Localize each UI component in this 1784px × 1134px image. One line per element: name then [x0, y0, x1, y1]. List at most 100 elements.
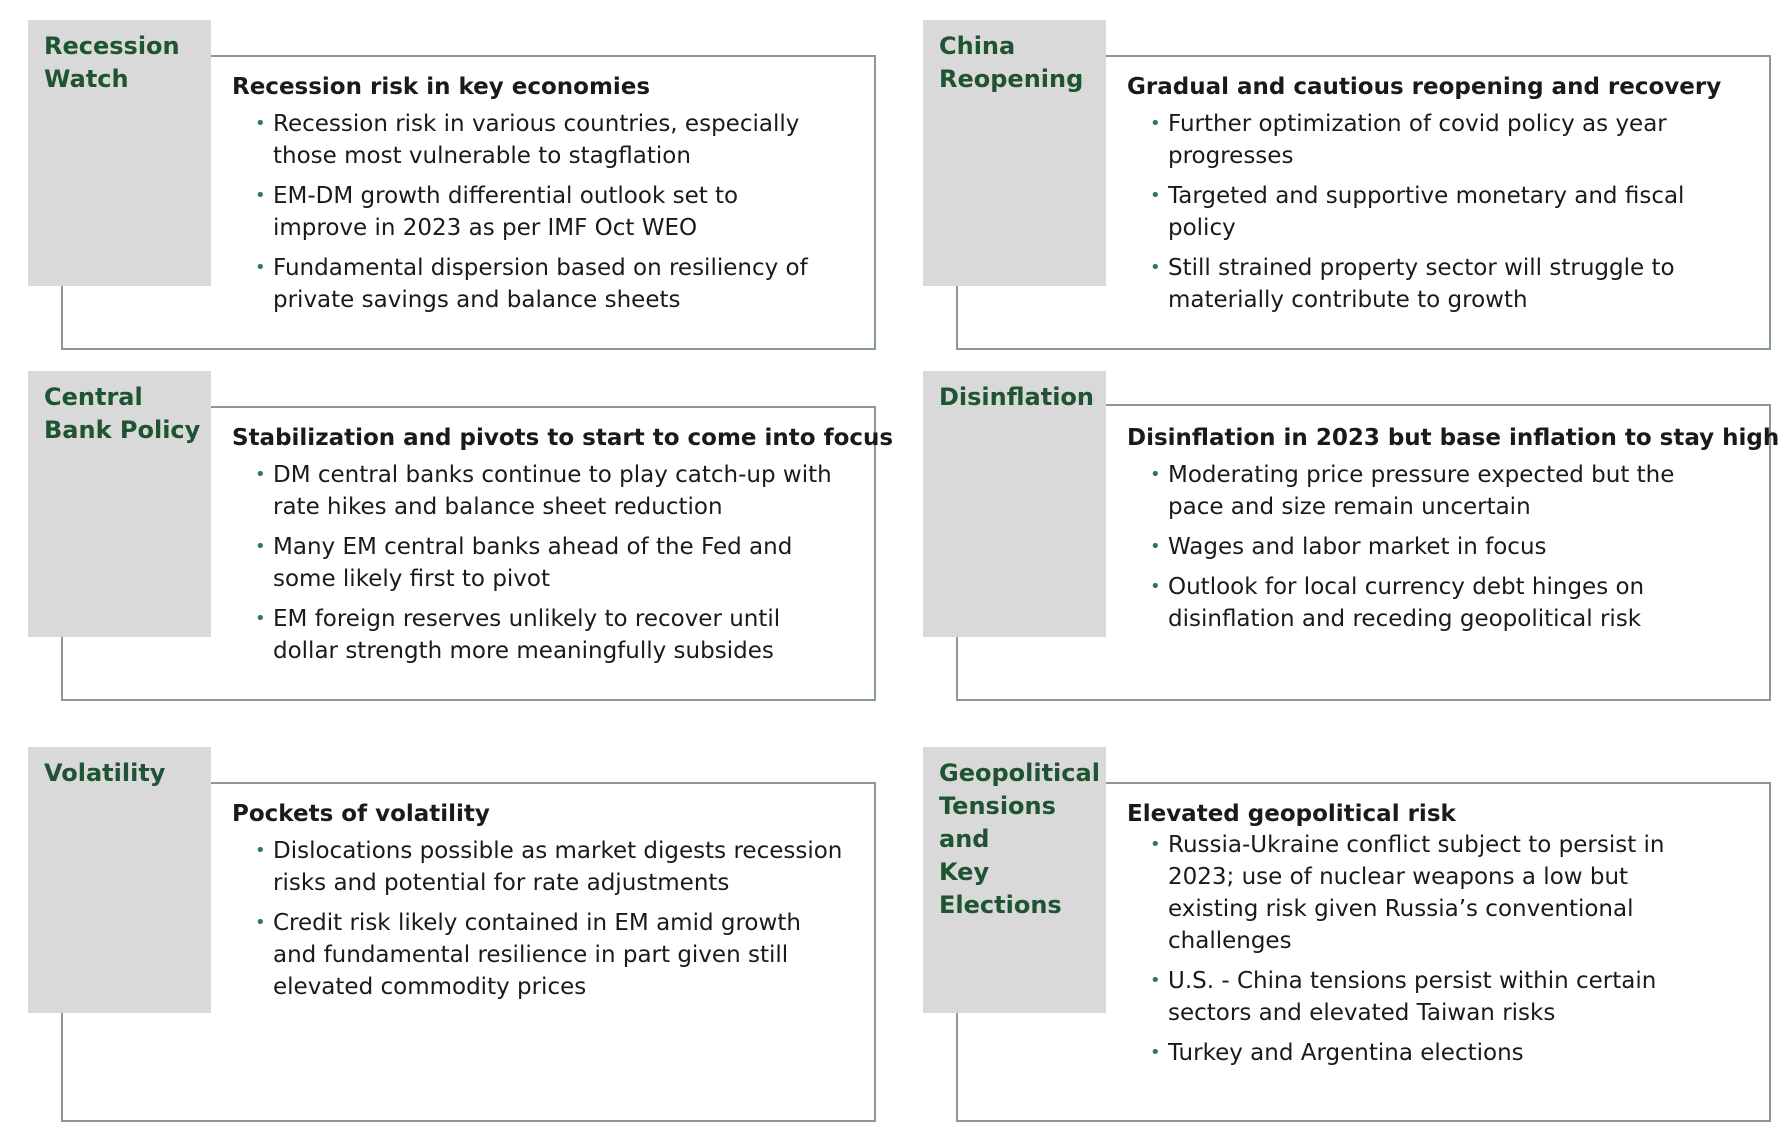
- panel-content: Elevated geopolitical risk •Russia-Ukrai…: [1127, 799, 1747, 1077]
- bullet-list: • Moderating price pressure expected but …: [1127, 459, 1747, 635]
- panel-heading: Pockets of volatility: [232, 801, 490, 827]
- panel-recession-watch: Recession Watch Recession risk in key ec…: [28, 20, 878, 350]
- bullet-item: •Russia-Ukraine conflict subject to pers…: [1127, 829, 1747, 957]
- panel-heading: Disinflation in 2023 but base inflation …: [1127, 425, 1780, 451]
- bullet-icon: •: [255, 608, 266, 629]
- bullet-item: • EM-DM growth differential outlook set t…: [232, 180, 872, 244]
- tab-line: Geopolitical: [939, 759, 1100, 787]
- bullet-line: dollar strength more meaningfully subsid…: [273, 638, 774, 664]
- panel-heading: Stabilization and pivots to start to com…: [232, 425, 894, 451]
- panel-heading: Gradual and cautious reopening and recov…: [1127, 74, 1722, 100]
- tab-line: Tensions and: [939, 792, 1056, 853]
- bullet-icon: •: [255, 536, 266, 557]
- bullet-line: Still strained property sector will stru…: [1168, 255, 1675, 281]
- bullet-icon: •: [1150, 113, 1161, 134]
- bullet-icon: •: [1150, 1042, 1161, 1063]
- bullet-item: • U.S. - China tensions persist within ce…: [1127, 965, 1747, 1029]
- panel-china-reopening: China Reopening Gradual and cautious reo…: [923, 20, 1773, 350]
- bullet-line: disinflation and receding geopolitical r…: [1168, 606, 1642, 632]
- bullet-line: some likely first to pivot: [273, 566, 551, 592]
- bullet-line: U.S. - China tensions persist within cer…: [1168, 968, 1657, 994]
- panel-tab: Volatility: [28, 747, 211, 1013]
- tab-line: Recession: [44, 32, 180, 60]
- bullet-line: Targeted and supportive monetary and fis…: [1168, 183, 1685, 209]
- bullet-icon: •: [255, 257, 266, 278]
- bullet-icon: •: [255, 464, 266, 485]
- panel-tab: Disinflation: [923, 371, 1106, 637]
- tab-line: Central: [44, 383, 143, 411]
- bullet-item: • Credit risk likely contained in EM amid…: [232, 907, 872, 1003]
- panel-tab: China Reopening: [923, 20, 1106, 286]
- tab-line: Reopening: [939, 65, 1084, 93]
- bullet-line: sectors and elevated Taiwan risks: [1168, 1000, 1556, 1026]
- bullet-line: Outlook for local currency debt hinges o…: [1168, 574, 1645, 600]
- bullet-line: Turkey and Argentina elections: [1168, 1040, 1524, 1066]
- bullet-line: materially contribute to growth: [1168, 287, 1528, 313]
- bullet-list: • DM central banks continue to play catch…: [232, 459, 872, 667]
- bullet-icon: •: [255, 185, 266, 206]
- bullet-line: Moderating price pressure expected but t…: [1168, 462, 1675, 488]
- bullet-line: Recession risk in various countries, esp…: [273, 111, 800, 137]
- bullet-item: • Wages and labor market in focus: [1127, 531, 1747, 563]
- panel-heading: Elevated geopolitical risk: [1127, 801, 1456, 827]
- panel-heading: Recession risk in key economies: [232, 74, 651, 100]
- bullet-line: pace and size remain uncertain: [1168, 494, 1531, 520]
- bullet-icon: •: [1150, 185, 1161, 206]
- tab-line: Bank Policy: [44, 416, 201, 444]
- panel-content: Disinflation in 2023 but base inflation …: [1127, 423, 1780, 643]
- bullet-item: • Turkey and Argentina elections: [1127, 1037, 1747, 1069]
- bullet-list: • Further optimization of covid policy as…: [1127, 108, 1747, 316]
- bullet-list: • Dislocations possible as market digests…: [232, 835, 872, 1003]
- bullet-item: • Still strained property sector will str…: [1127, 252, 1747, 316]
- bullet-item: • Recession risk in various countries, es…: [232, 108, 872, 172]
- bullet-icon: •: [1150, 576, 1161, 597]
- bullet-line: EM-DM growth differential outlook set to: [273, 183, 739, 209]
- bullet-line: 2023; use of nuclear weapons a low but: [1168, 864, 1629, 890]
- bullet-icon: •: [1150, 464, 1161, 485]
- panel-content: Recession risk in key economies • Recessi…: [232, 72, 872, 324]
- bullet-line: progresses: [1168, 143, 1294, 169]
- bullet-line: rate hikes and balance sheet reduction: [273, 494, 723, 520]
- bullet-item: • EM foreign reserves unlikely to recover…: [232, 603, 872, 667]
- bullet-line: Credit risk likely contained in EM amid …: [273, 910, 801, 936]
- bullet-line: Wages and labor market in focus: [1168, 534, 1547, 560]
- bullet-icon: •: [1150, 834, 1161, 855]
- bullet-icon: •: [1150, 536, 1161, 557]
- tab-line: Key Elections: [939, 858, 1062, 919]
- panel-tab: Geopolitical Tensions and Key Elections: [923, 747, 1106, 1013]
- panel-tab: Recession Watch: [28, 20, 211, 286]
- bullet-line: private savings and balance sheets: [273, 287, 681, 313]
- bullet-icon: •: [255, 113, 266, 134]
- bullet-item: • Moderating price pressure expected but …: [1127, 459, 1747, 523]
- bullet-line: Dislocations possible as market digests …: [273, 838, 843, 864]
- bullet-item: • Many EM central banks ahead of the Fed …: [232, 531, 872, 595]
- panel-content: Gradual and cautious reopening and recov…: [1127, 72, 1747, 324]
- bullet-item: • Dislocations possible as market digests…: [232, 835, 872, 899]
- panel-content: Stabilization and pivots to start to com…: [232, 423, 894, 675]
- tab-line: China: [939, 32, 1016, 60]
- bullet-line: DM central banks continue to play catch-…: [273, 462, 832, 488]
- bullet-line: and fundamental resilience in part given…: [273, 942, 789, 968]
- bullet-line: Further optimization of covid policy as …: [1168, 111, 1667, 137]
- bullet-line: risks and potential for rate adjustments: [273, 870, 730, 896]
- bullet-icon: •: [1150, 257, 1161, 278]
- bullet-icon: •: [1150, 970, 1161, 991]
- tab-line: Watch: [44, 65, 129, 93]
- bullet-icon: •: [255, 840, 266, 861]
- panel-content: Pockets of volatility • Dislocations poss…: [232, 799, 872, 1011]
- panel-volatility: Volatility Pockets of volatility • Disloc…: [28, 747, 878, 1122]
- bullet-line: those most vulnerable to stagflation: [273, 143, 691, 169]
- bullet-line: policy: [1168, 215, 1236, 241]
- bullet-item: • Further optimization of covid policy as…: [1127, 108, 1747, 172]
- panel-disinflation: Disinflation Disinflation in 2023 but ba…: [923, 371, 1780, 701]
- tab-line: Disinflation: [939, 383, 1095, 411]
- bullet-line: elevated commodity prices: [273, 974, 587, 1000]
- bullet-icon: •: [255, 912, 266, 933]
- bullet-list: • Recession risk in various countries, es…: [232, 108, 872, 316]
- bullet-line: existing risk given Russia’s conventiona…: [1168, 896, 1634, 922]
- bullet-line: Many EM central banks ahead of the Fed a…: [273, 534, 793, 560]
- panel-central-bank-policy: Central Bank Policy Stabilization and pi…: [28, 371, 894, 701]
- bullet-item: • Targeted and supportive monetary and fi…: [1127, 180, 1747, 244]
- bullet-item: • DM central banks continue to play catch…: [232, 459, 872, 523]
- bullet-line: EM foreign reserves unlikely to recover …: [273, 606, 781, 632]
